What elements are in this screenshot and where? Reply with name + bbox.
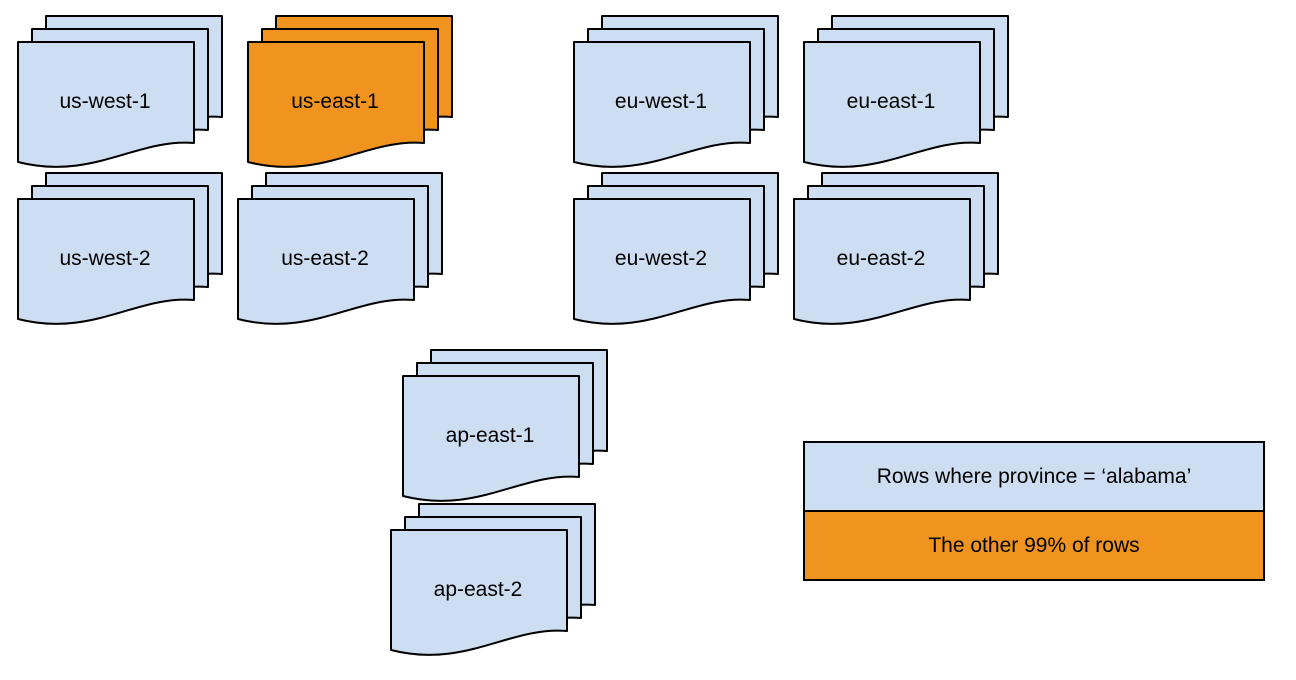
document-sheet-front-icon xyxy=(573,198,751,325)
document-sheet-front-icon xyxy=(573,41,751,168)
region-stack-eu-east-1: eu-east-1 xyxy=(803,15,1009,175)
legend-item-0: Rows where province = ‘alabama’ xyxy=(803,441,1265,512)
region-stack-us-west-2: us-west-2 xyxy=(17,172,223,332)
region-stack-eu-west-1: eu-west-1 xyxy=(573,15,779,175)
document-sheet-front-icon xyxy=(803,41,981,168)
legend: Rows where province = ‘alabama’ The other… xyxy=(803,441,1265,581)
region-stack-us-west-1: us-west-1 xyxy=(17,15,223,175)
document-sheet-front-icon xyxy=(793,198,971,325)
region-stack-eu-east-2: eu-east-2 xyxy=(793,172,999,332)
region-stack-us-east-1: us-east-1 xyxy=(247,15,453,175)
document-sheet-front-icon xyxy=(390,529,568,656)
region-stack-ap-east-2: ap-east-2 xyxy=(390,503,596,663)
document-sheet-front-icon xyxy=(17,198,195,325)
document-sheet-front-icon xyxy=(247,41,425,168)
document-sheet-front-icon xyxy=(402,375,580,502)
region-stack-eu-west-2: eu-west-2 xyxy=(573,172,779,332)
document-sheet-front-icon xyxy=(237,198,415,325)
region-stack-us-east-2: us-east-2 xyxy=(237,172,443,332)
legend-item-1: The other 99% of rows xyxy=(803,510,1265,581)
legend-item-label: Rows where province = ‘alabama’ xyxy=(876,464,1192,488)
region-stack-ap-east-1: ap-east-1 xyxy=(402,349,608,509)
document-sheet-front-icon xyxy=(17,41,195,168)
legend-item-label: The other 99% of rows xyxy=(928,533,1140,557)
